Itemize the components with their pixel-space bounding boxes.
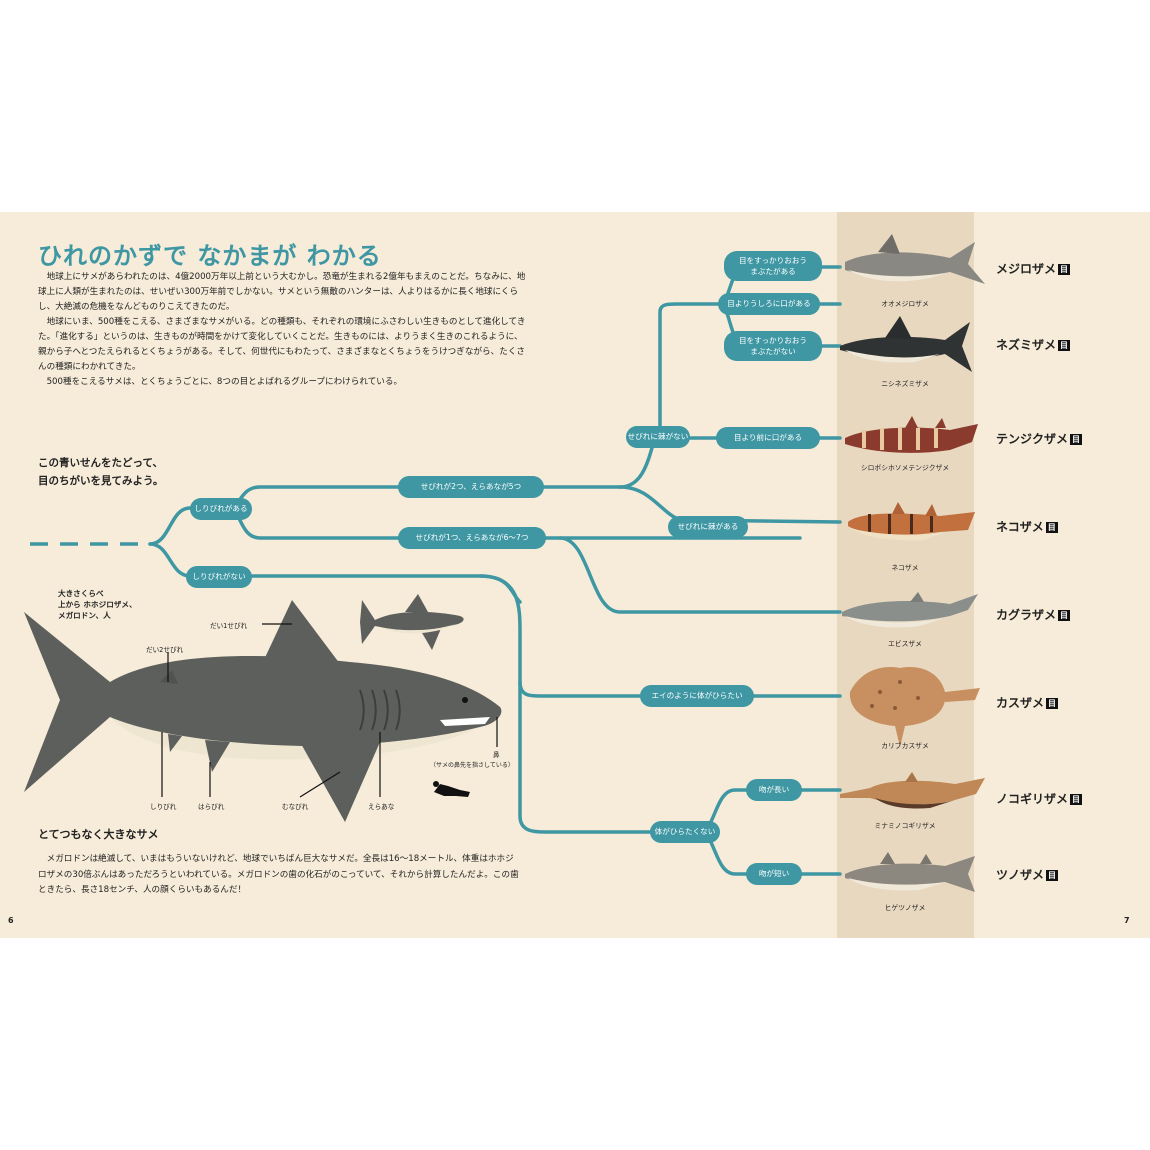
node-ray-flat: エイのように体がひらたい xyxy=(640,685,754,707)
order-tag: 目 xyxy=(1046,870,1059,881)
node-2dorsal: せびれが2つ、えらあなが5つ xyxy=(398,476,544,498)
order-label: テンジクザメ目 xyxy=(996,430,1083,447)
intro-paragraph-2: 地球にいま、500種をこえる、さまざまなサメがいる。どの種類も、それぞれの環境に… xyxy=(38,317,526,372)
intro-text: 地球上にサメがあらわれたのは、4億2000万年以上前という大むかし。恐竜が生まれ… xyxy=(38,270,526,390)
node-eyelid-no-line-1: 目をすっかりおおう xyxy=(738,336,808,345)
branch-joint xyxy=(478,574,522,604)
illustration-oomejirozame xyxy=(845,234,985,284)
node-analfin-no: しりびれがない xyxy=(186,566,252,588)
branch-nospine xyxy=(618,302,722,489)
size-comparison-line-2: 上から ホホジロザメ、 xyxy=(58,600,137,609)
illustration-minaminokogirizame xyxy=(840,772,985,809)
order-label: カスザメ目 xyxy=(996,694,1059,711)
section-title: とてつもなく大きなサメ xyxy=(38,828,159,841)
page-number-right: 7 xyxy=(1124,916,1130,925)
part-leader-lines xyxy=(161,623,498,798)
order-label: ノコギリザメ目 xyxy=(996,790,1083,807)
order-tag: 目 xyxy=(1058,264,1071,275)
illustration-higetsunozame xyxy=(845,852,975,892)
branch-kagura xyxy=(558,536,842,614)
branch-analfin-yes xyxy=(148,506,212,546)
order-label: ネコザメ目 xyxy=(996,518,1058,535)
node-mouth-behind: 目よりうしろに口がある xyxy=(718,293,820,315)
illustration-nishinezumizame xyxy=(840,316,972,372)
order-tag: 目 xyxy=(1046,698,1059,709)
part-label-pelvic: はらびれ xyxy=(198,803,225,811)
illustration-human-diver xyxy=(433,781,470,797)
species-name: カリブカスザメ xyxy=(881,742,929,750)
intro-paragraph-3: 500種をこえるサメは、とくちょうごとに、8つの目とよばれるグループにわけられて… xyxy=(46,377,403,387)
node-eyelid-no-line-2: まぶたがない xyxy=(750,347,796,356)
node-eyelid-yes-line-1: 目をすっかりおおう xyxy=(738,256,808,265)
size-comparison-line-3: メガロドン、人 xyxy=(58,611,111,620)
branch-not-flat xyxy=(518,680,702,834)
illustration-ebisuzame xyxy=(842,592,978,628)
species-name: ヒゲツノザメ xyxy=(884,904,926,912)
order-tag: 目 xyxy=(1058,340,1071,351)
phylogeny-tree xyxy=(24,234,985,892)
illustration-shiroboshihosomeTenjikuzame xyxy=(845,416,978,453)
book-spread: ひれのかずで なかまが わかる 地球上にサメがあらわれたのは、4億2000万年以… xyxy=(0,212,1150,938)
order-name: ネズミザメ xyxy=(996,338,1057,352)
node-short-snout: 吻が短い xyxy=(746,863,802,885)
node-mouth-front: 目より前に口がある xyxy=(716,427,820,449)
node-eyelid-no: 目をすっかりおおう まぶたがない xyxy=(724,331,822,361)
part-label-gill: えらあな xyxy=(368,803,395,811)
illustration-nekozame xyxy=(848,502,975,541)
node-1dorsal: せびれが1つ、えらあなが6〜7つ xyxy=(398,527,546,549)
order-tag: 目 xyxy=(1070,434,1083,445)
node-not-flat: 体がひらたくない xyxy=(650,821,720,843)
page-title: ひれのかずで なかまが わかる xyxy=(38,242,382,270)
node-dorsal-spine: せびれに棘がある xyxy=(668,516,748,538)
node-eyelid-yes-line-2: まぶたがある xyxy=(750,267,796,276)
trace-prompt-line-2: 目のちがいを見てみよう。 xyxy=(38,475,164,487)
order-name: ネコザメ xyxy=(996,520,1044,534)
order-tag: 目 xyxy=(1070,794,1083,805)
species-name: ミナミノコギリザメ xyxy=(874,822,936,830)
node-long-snout: 吻が長い xyxy=(746,779,802,801)
part-label-nostril: 鼻 xyxy=(493,751,500,759)
illustration-karibukasuzame xyxy=(849,667,980,747)
trace-prompt-line-1: この青いせんをたどって、 xyxy=(38,457,163,469)
species-name: エビスザメ xyxy=(888,640,922,648)
part-label-dorsal2: だい2せびれ xyxy=(146,646,184,654)
trace-prompt: この青いせんをたどって、 目のちがいを見てみよう。 xyxy=(38,454,163,490)
order-tag: 目 xyxy=(1045,522,1058,533)
order-name: ツノザメ xyxy=(996,868,1045,882)
intro-paragraph-1: 地球上にサメがあらわれたのは、4億2000万年以上前という大むかし。恐竜が生まれ… xyxy=(38,272,526,312)
part-label-anal: しりびれ xyxy=(150,803,177,811)
node-analfin-yes: しりびれがある xyxy=(190,498,252,520)
order-name: カスザメ xyxy=(996,696,1045,710)
species-name: オオメジロザメ xyxy=(881,300,929,308)
order-name: ノコギリザメ xyxy=(996,792,1069,806)
order-name: メジロザメ xyxy=(996,262,1057,276)
order-name: カグラザメ xyxy=(996,608,1057,622)
order-label: ネズミザメ目 xyxy=(996,336,1071,353)
part-label-pectoral: むなびれ xyxy=(282,803,309,811)
illustration-great-white-small xyxy=(360,594,464,650)
order-label: ツノザメ目 xyxy=(996,866,1059,883)
order-tag: 目 xyxy=(1058,610,1071,621)
species-name: ネコザメ xyxy=(891,564,919,572)
species-name: ニシネズミザメ xyxy=(881,380,929,388)
node-eyelid-yes: 目をすっかりおおう まぶたがある xyxy=(724,251,822,281)
section-body: メガロドンは絶滅して、いまはもういないけれど、地球でいちばん巨大なサメだ。全長は… xyxy=(38,854,519,895)
species-name: シロボシホソメテンジクザメ xyxy=(860,464,950,472)
part-label-dorsal1: だい1せびれ xyxy=(210,622,248,630)
node-dorsal-nospine: せびれに棘がない xyxy=(626,426,690,448)
order-label: カグラザメ目 xyxy=(996,606,1071,623)
order-name: テンジクザメ xyxy=(996,432,1069,446)
order-label: メジロザメ目 xyxy=(996,260,1071,277)
size-note: （サメの鼻先を指さしている） xyxy=(430,762,514,769)
size-comparison-line-1: 大きさくらべ xyxy=(58,589,104,598)
page-number-left: 6 xyxy=(8,916,14,925)
illustration-megalodon xyxy=(24,600,502,822)
size-comparison-label: 大きさくらべ 上から ホホジロザメ、 メガロドン、人 xyxy=(58,588,137,621)
